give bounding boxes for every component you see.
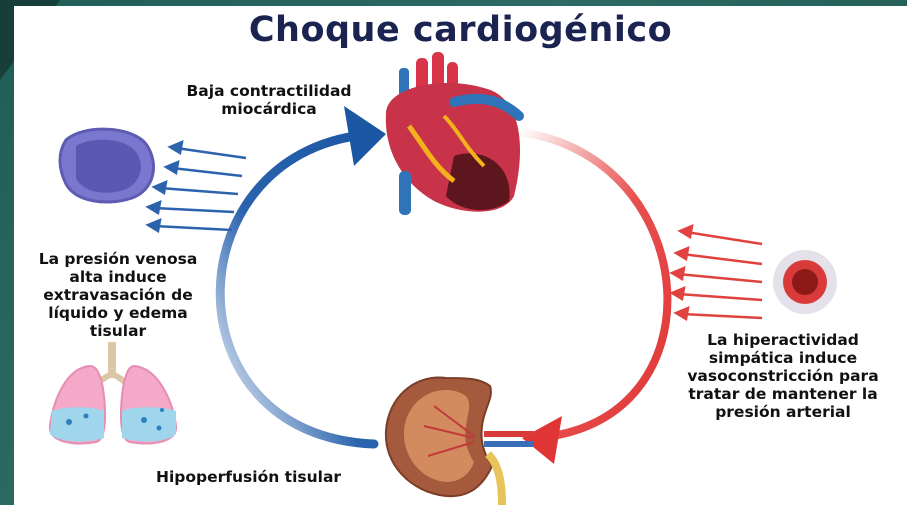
label-line: La hiperactividad <box>668 331 898 349</box>
label-line: Baja contractilidad <box>164 82 374 100</box>
swollen-cell-icon <box>60 129 154 202</box>
blue-flow-arrows <box>148 142 246 231</box>
kidney-icon <box>386 378 534 505</box>
red-cycle-arrow <box>519 132 667 438</box>
label-line: tisular <box>18 322 218 340</box>
blue-cycle-arrow <box>220 134 374 444</box>
red-flow-arrows <box>672 226 762 319</box>
heart-icon <box>386 52 520 215</box>
red-arrow-head <box>522 416 562 464</box>
lungs-icon <box>50 342 176 443</box>
label-line: simpática induce <box>668 349 898 367</box>
infographic-panel: Choque cardiogénico <box>14 6 907 505</box>
label-line: extravasación de <box>18 286 218 304</box>
constricted-vessel-icon <box>773 250 837 314</box>
label-line: tratar de mantener la <box>668 385 898 403</box>
label-line: La presión venosa <box>18 250 218 268</box>
label-line: presión arterial <box>668 403 898 421</box>
label-line: alta induce <box>18 268 218 286</box>
label-sympathetic: La hiperactividad simpática induce vasoc… <box>668 331 898 421</box>
label-line: miocárdica <box>164 100 374 118</box>
label-hypoperfusion: Hipoperfusión tisular <box>156 468 396 486</box>
label-line: líquido y edema <box>18 304 218 322</box>
label-venous-pressure: La presión venosa alta induce extravasac… <box>18 250 218 340</box>
label-line: vasoconstricción para <box>668 367 898 385</box>
label-low-contractility: Baja contractilidad miocárdica <box>164 82 374 118</box>
